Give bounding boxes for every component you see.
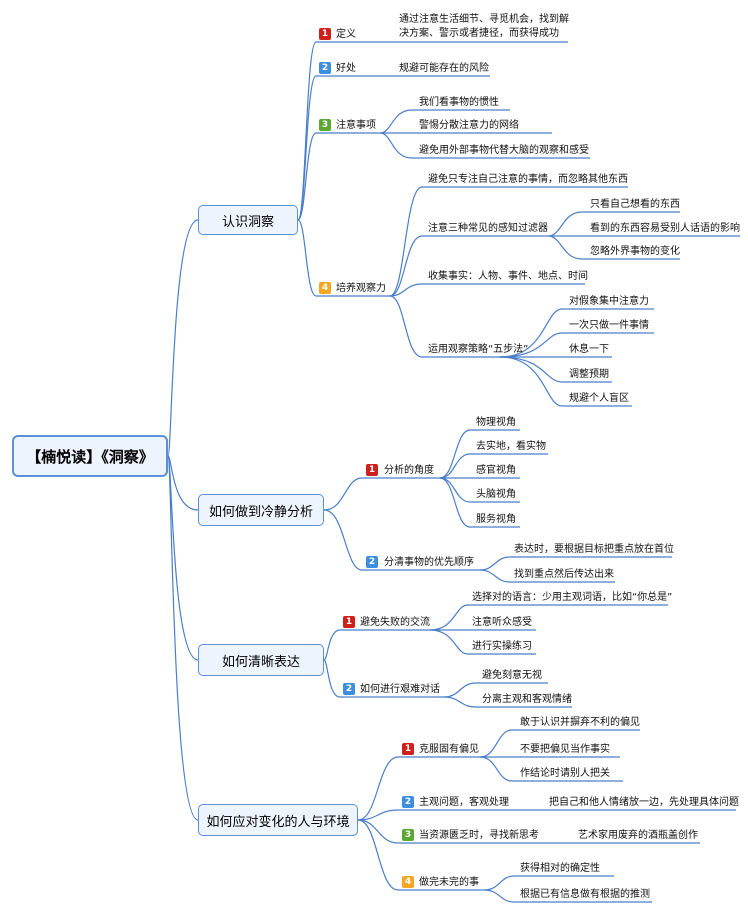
topic-analysis-angle[interactable]: 分析的角度	[384, 465, 434, 476]
angle-item-5[interactable]: 服务视角	[476, 514, 516, 525]
priority-item-1[interactable]: 表达时，要根据目标把重点放在首位	[514, 544, 674, 555]
angle-item-3[interactable]: 感官视角	[476, 465, 516, 476]
priority-3-icon: 3	[402, 829, 414, 841]
notes-item-3[interactable]: 避免用外部事物代替大脑的观察和感受	[419, 145, 589, 156]
definition-line-2[interactable]: 决方案、警示或者捷径，而获得成功	[399, 28, 559, 39]
filter-item-2[interactable]: 看到的东西容易受别人话语的影响	[590, 223, 740, 234]
topic-priority-order[interactable]: 分清事物的优先顺序	[384, 557, 474, 568]
communication-item-2[interactable]: 注意听众感受	[472, 617, 532, 628]
bias-item-2[interactable]: 不要把偏见当作事实	[520, 744, 610, 755]
communication-item-3[interactable]: 进行实操练习	[472, 641, 532, 652]
priority-4-icon: 4	[319, 282, 331, 294]
topic-difficult-conversation[interactable]: 如何进行艰难对话	[360, 684, 440, 695]
branch-adapt-to-change[interactable]: 如何应对变化的人与环境	[198, 804, 358, 836]
observation-item-facts[interactable]: 收集事实：人物、事件、地点、时间	[428, 271, 588, 282]
bias-item-1[interactable]: 敢于认识并摒弃不利的偏见	[520, 717, 640, 728]
priority-2-icon: 2	[402, 796, 414, 808]
conversation-item-1[interactable]: 避免刻意无视	[482, 670, 542, 681]
priority-2-icon: 2	[343, 683, 355, 695]
bias-item-3[interactable]: 作结论时请别人把关	[520, 768, 610, 779]
priority-1-icon: 1	[366, 464, 378, 476]
conversation-item-2[interactable]: 分离主观和客观情绪	[482, 694, 572, 705]
definition-line-1[interactable]: 通过注意生活细节、寻觅机会，找到解	[399, 14, 569, 25]
step-item-4[interactable]: 调整预期	[569, 369, 609, 380]
branch-calm-analysis[interactable]: 如何做到冷静分析	[198, 494, 324, 526]
angle-item-4[interactable]: 头脑视角	[476, 489, 516, 500]
step-item-1[interactable]: 对假象集中注意力	[569, 296, 649, 307]
step-item-5[interactable]: 规避个人盲区	[569, 393, 629, 404]
filter-item-1[interactable]: 只看自己想看的东西	[590, 199, 680, 210]
priority-item-2[interactable]: 找到重点然后传达出来	[514, 569, 614, 580]
priority-1-icon: 1	[343, 616, 355, 628]
topic-benefit[interactable]: 好处	[336, 63, 356, 74]
step-item-2[interactable]: 一次只做一件事情	[569, 320, 649, 331]
benefit-item[interactable]: 规避可能存在的风险	[399, 63, 489, 74]
topic-finish-unfinished[interactable]: 做完未完的事	[419, 877, 479, 888]
priority-2-icon: 2	[319, 62, 331, 74]
observation-item-five-steps[interactable]: 运用观察策略“五步法”	[428, 344, 529, 355]
root-topic[interactable]: 【楠悦读】《洞察》	[12, 435, 168, 477]
observation-item-1[interactable]: 避免只专注自己注意的事情，而忽略其他东西	[428, 174, 628, 185]
notes-item-1[interactable]: 我们看事物的惯性	[419, 97, 499, 108]
observation-item-filters[interactable]: 注意三种常见的感知过滤器	[428, 223, 548, 234]
priority-2-icon: 2	[366, 556, 378, 568]
topic-objective-handling[interactable]: 主观问题，客观处理	[419, 797, 509, 808]
branch-understanding-insight[interactable]: 认识洞察	[198, 205, 298, 235]
priority-4-icon: 4	[402, 876, 414, 888]
communication-item-1[interactable]: 选择对的语言：少用主观词语，比如“你总是”	[472, 592, 673, 603]
notes-item-2[interactable]: 警惕分散注意力的网络	[419, 120, 519, 131]
filter-item-3[interactable]: 忽略外界事物的变化	[590, 246, 680, 257]
topic-notes[interactable]: 注意事项	[336, 120, 376, 131]
angle-item-1[interactable]: 物理视角	[476, 417, 516, 428]
branch-clear-expression[interactable]: 如何清晰表达	[198, 644, 324, 676]
angle-item-2[interactable]: 去实地，看实物	[476, 441, 546, 452]
topic-definition[interactable]: 定义	[336, 29, 356, 40]
priority-3-icon: 3	[319, 119, 331, 131]
topic-overcome-bias[interactable]: 克服固有偏见	[419, 744, 479, 755]
step-item-3[interactable]: 休息一下	[569, 344, 609, 355]
topic-cultivate-observation[interactable]: 培养观察力	[336, 283, 386, 294]
unfinished-item-2[interactable]: 根据已有信息做有根据的推测	[520, 889, 650, 900]
unfinished-item-1[interactable]: 获得相对的确定性	[520, 863, 600, 874]
topic-new-thinking[interactable]: 当资源匮乏时，寻找新思考	[419, 830, 539, 841]
new-thinking-item-1[interactable]: 艺术家用废弃的酒瓶盖创作	[578, 830, 698, 841]
priority-1-icon: 1	[319, 28, 331, 40]
objective-item-1[interactable]: 把自己和他人情绪放一边，先处理具体问题	[549, 797, 739, 808]
priority-1-icon: 1	[402, 743, 414, 755]
topic-avoid-failed-communication[interactable]: 避免失败的交流	[360, 617, 430, 628]
